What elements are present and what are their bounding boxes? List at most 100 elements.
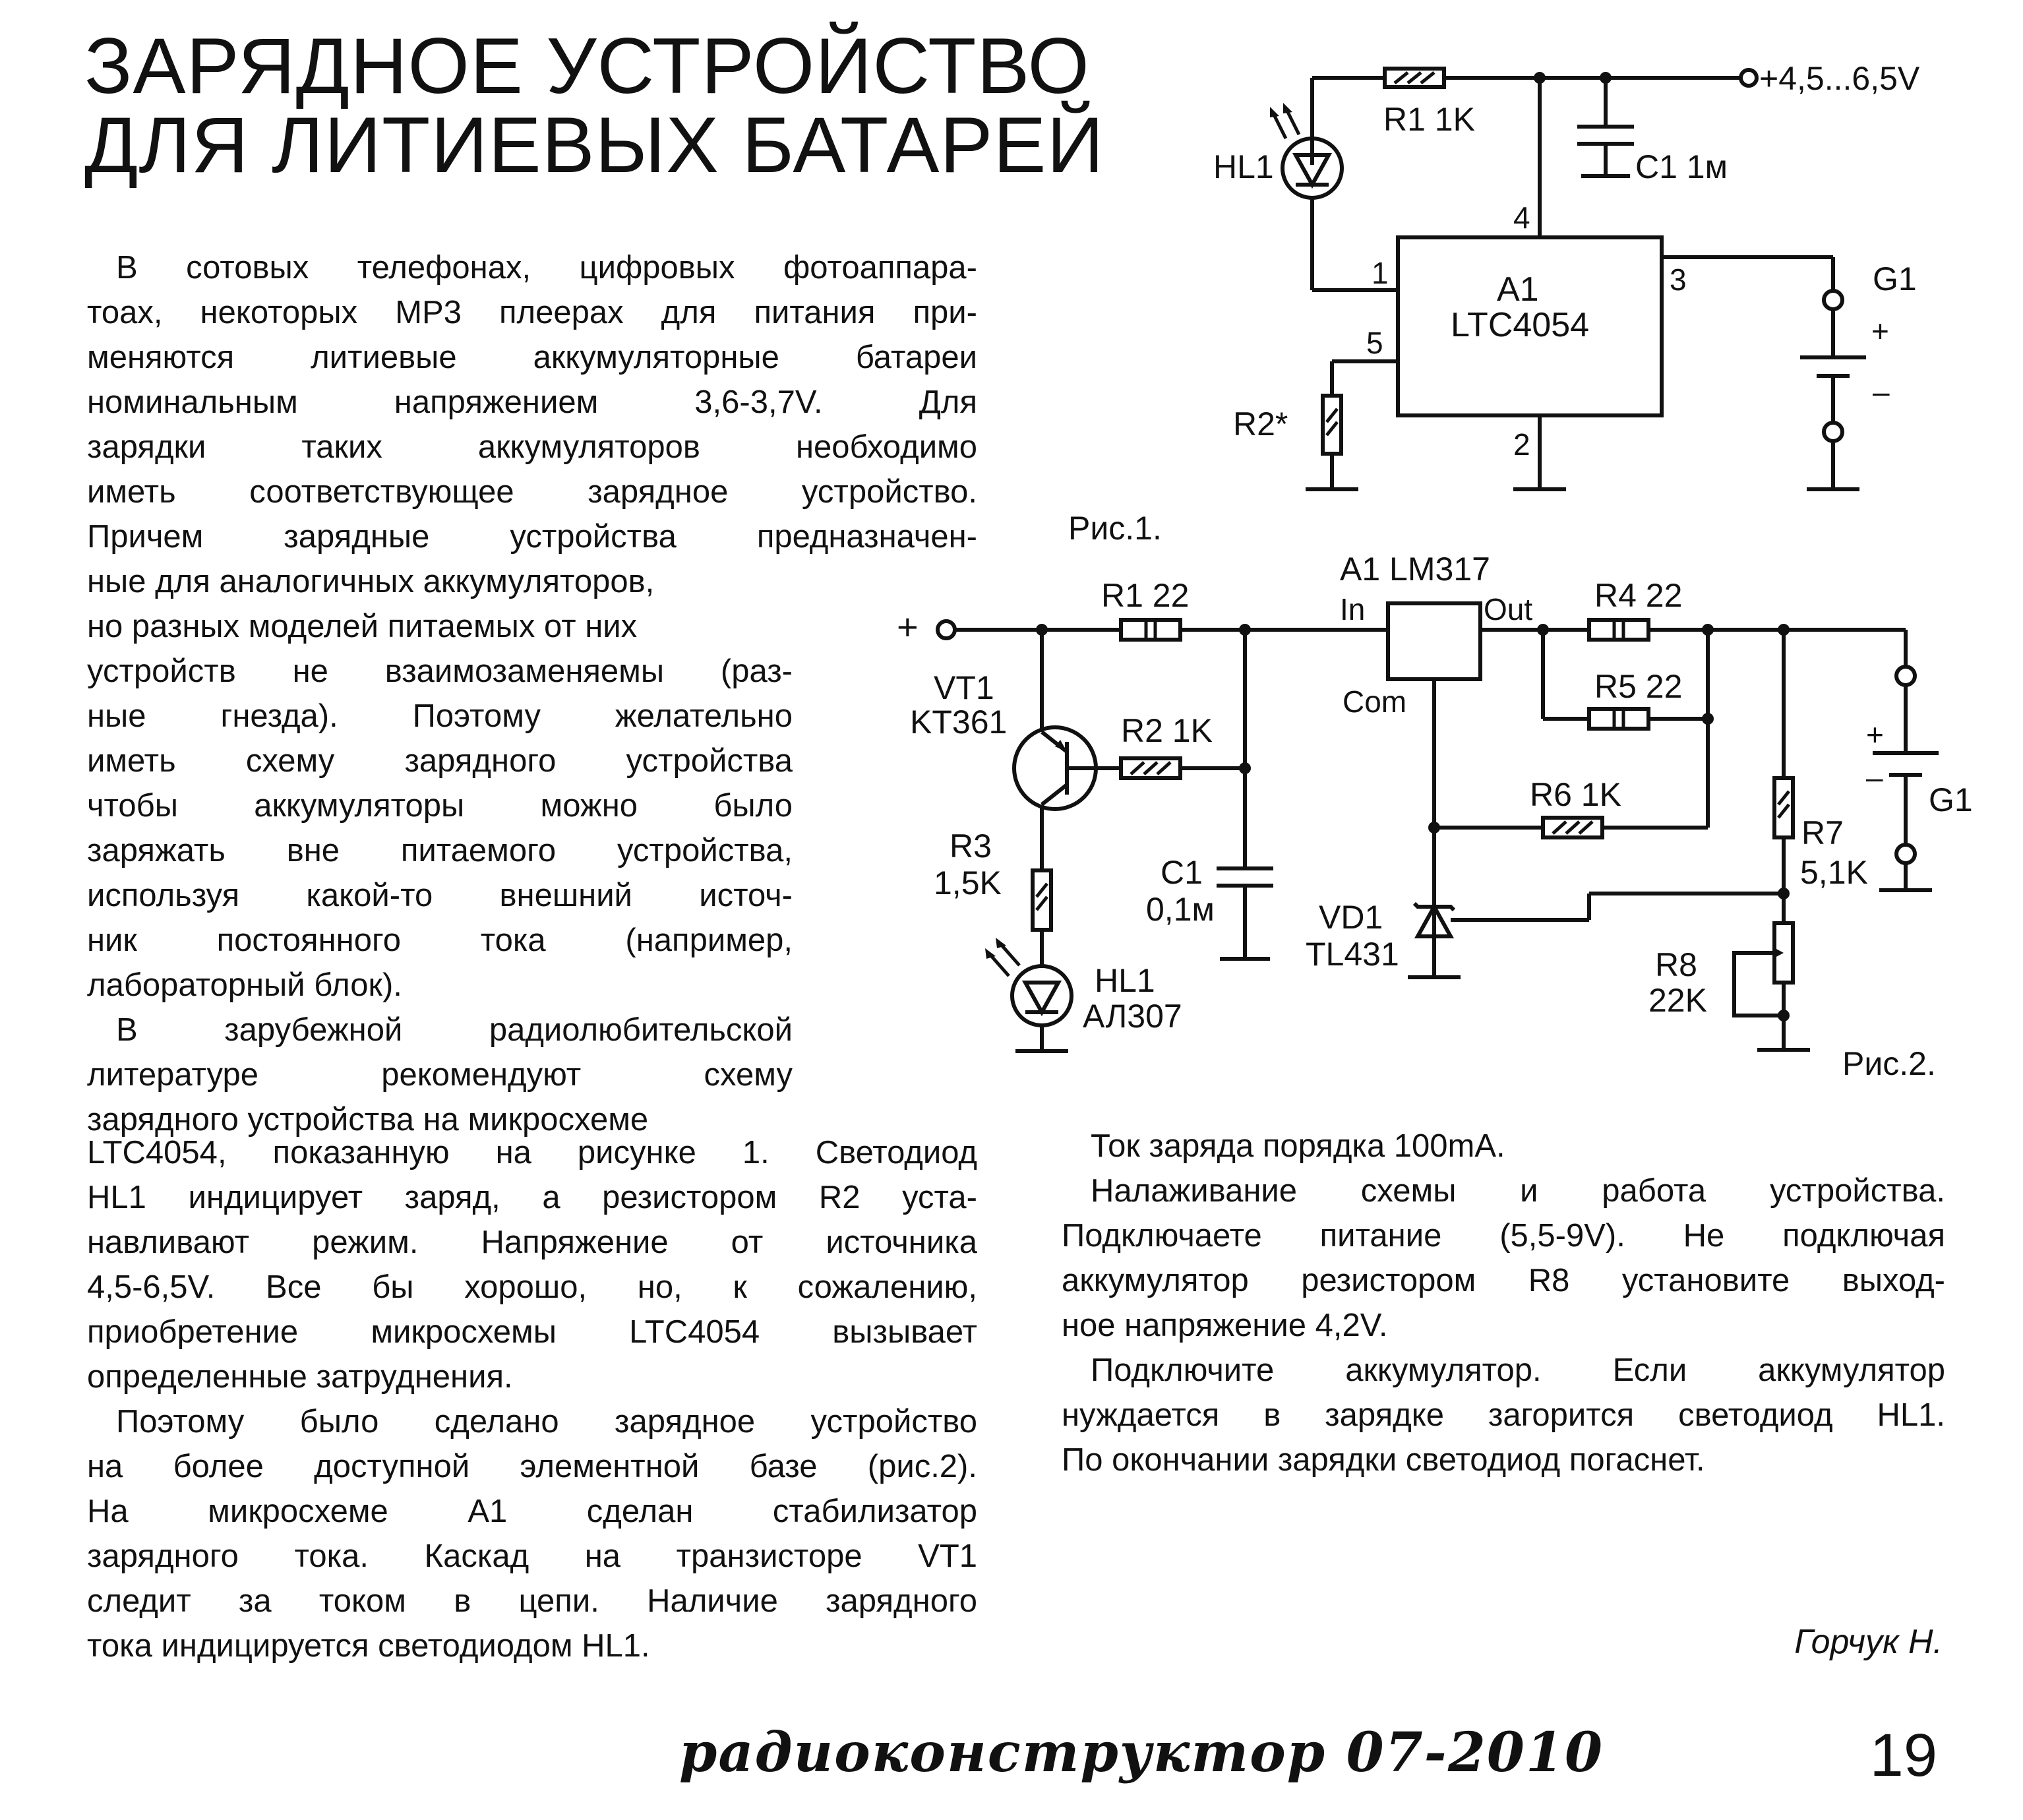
- fig2-r8-value: 22K: [1648, 982, 1707, 1019]
- fig2-minus-sign: –: [1866, 760, 1883, 795]
- fig1-pin3: 3: [1670, 262, 1687, 297]
- text-line: Причем зарядные устройства предназначен-: [87, 519, 977, 555]
- fig1-r1-label: R1 1K: [1383, 101, 1475, 138]
- fig1-minus-sign: –: [1873, 375, 1890, 409]
- fig2-plus-sign: +: [1866, 717, 1884, 752]
- text-line: иметь соответствующее зарядное устройств…: [87, 474, 977, 510]
- text-line: приобретение микросхемы LTC4054 вызывает: [87, 1314, 977, 1350]
- fig1-pin2: 2: [1513, 427, 1530, 462]
- fig2-vd1-name: VD1: [1319, 899, 1383, 936]
- text-line: тоах, некоторых МР3 плеерах для питания …: [87, 295, 977, 330]
- fig2-r5-label: R5 22: [1594, 668, 1682, 705]
- text-line: иметь схему зарядного устройства: [87, 743, 793, 779]
- text-line: Налаживание схемы и работа устройства.: [1091, 1173, 1945, 1209]
- text-line: ник постоянного тока (например,: [87, 923, 793, 958]
- fig2-r7-value: 5,1K: [1800, 854, 1868, 891]
- fig2-vt1-part: KT361: [910, 704, 1007, 741]
- figure-2-schematic: + R1 22 A1 LM317 In Out Com R4 22 R5 22 …: [897, 551, 1973, 1082]
- fig2-ic-label: A1 LM317: [1340, 551, 1490, 588]
- fig1-supply-terminal: [1739, 68, 1759, 88]
- text-line: ное напряжение 4,2V.: [1062, 1308, 1388, 1343]
- fig2-ic-a1: [1386, 601, 1482, 681]
- text-line: ные гнезда). Поэтому желательно: [87, 698, 793, 734]
- text-line: определенные затруднения.: [87, 1359, 513, 1395]
- text-line: чтобы аккумуляторы можно было: [87, 788, 793, 824]
- fig2-pin-in: In: [1340, 592, 1365, 626]
- text-line: тока индицируется светодиодом HL1.: [87, 1628, 650, 1664]
- text-line: В сотовых телефонах, цифровых фотоаппара…: [116, 250, 977, 286]
- fig2-pin-com: Com: [1343, 684, 1406, 719]
- fig1-plus-sign: +: [1871, 314, 1889, 348]
- text-line: HL1 индицирует заряд, а резистором R2 ус…: [87, 1180, 977, 1215]
- fig2-r3-name: R3: [950, 828, 992, 864]
- fig2-r1-resistor: [1119, 618, 1182, 642]
- page-number: 19: [1869, 1722, 1937, 1789]
- fig2-plus-input: +: [897, 606, 919, 648]
- fig2-r6-label: R6 1K: [1530, 776, 1621, 813]
- fig2-r4-resistor: [1587, 618, 1650, 642]
- right-column: Ток заряда порядка 100mA. Налаживание сх…: [1062, 1124, 1945, 1482]
- title-line-1: ЗАРЯДНОЕ УСТРОЙСТВО: [84, 22, 1090, 110]
- fig2-r5-resistor: [1587, 707, 1650, 731]
- fig2-r7-resistor: [1772, 776, 1795, 839]
- text-line: заряжать вне питаемого устройства,: [87, 833, 793, 868]
- text-line: LTC4054, показанную на рисунке 1. Светод…: [87, 1135, 977, 1170]
- fig1-battery-label: G1: [1873, 260, 1917, 297]
- text-line: зарядки таких аккумуляторов необходимо: [87, 429, 977, 465]
- fig2-input-terminal: [936, 619, 957, 640]
- fig1-r2-label: R2*: [1233, 406, 1288, 442]
- left-column-narrow: ные для аналогичных аккумуляторов, но ра…: [87, 559, 793, 1142]
- fig2-vd1-tl431: [1414, 902, 1455, 938]
- fig2-r3-value: 1,5K: [934, 864, 1002, 901]
- fig1-ic-a1: [1396, 235, 1664, 417]
- text-line: По окончании зарядки светодиод погаснет.: [1062, 1442, 1705, 1478]
- fig2-hl1-part: АЛ307: [1083, 998, 1182, 1035]
- fig2-vd1-part: TL431: [1306, 936, 1399, 973]
- text-line: устройств не взаимозаменяемы (раз-: [87, 653, 793, 689]
- text-line: Ток заряда порядка 100mA.: [1091, 1128, 1505, 1164]
- fig2-r4-label: R4 22: [1594, 577, 1682, 614]
- text-line: Подключаете питание (5,5-9V). Не подключ…: [1062, 1218, 1945, 1254]
- fig1-ic-name: A1: [1497, 270, 1539, 309]
- figure-1-schematic: +4,5...6,5V R1 1K C1 1м HL1 A1 LTC4054 4…: [1068, 60, 1920, 547]
- fig1-c1-label: C1 1м: [1635, 148, 1728, 185]
- text-line: Подключите аккумулятор. Если аккумулятор: [1091, 1352, 1945, 1388]
- text-line: на более доступной элементной базе (рис.…: [87, 1449, 977, 1484]
- fig1-r2-resistor: [1321, 394, 1343, 456]
- fig2-vt1-name: VT1: [934, 669, 994, 706]
- fig2-c1-value: 0,1м: [1146, 891, 1215, 928]
- fig1-pin5: 5: [1366, 326, 1383, 360]
- left-column-bottom: LTC4054, показанную на рисунке 1. Светод…: [87, 1130, 977, 1668]
- text-line: аккумулятор резистором R8 установите вых…: [1062, 1263, 1945, 1298]
- fig1-pin4: 4: [1513, 200, 1530, 235]
- text-line: номинальным напряжением 3,6-3,7V. Для: [87, 384, 977, 420]
- text-line: На микросхеме А1 сделан стабилизатор: [87, 1494, 977, 1529]
- text-line: используя какой-то внешний источ-: [87, 878, 793, 913]
- text-line: меняются литиевые аккумуляторные батареи: [87, 340, 977, 375]
- text-line: ные для аналогичных аккумуляторов,: [87, 564, 655, 599]
- text-line: следит за током в цепи. Наличие зарядног…: [87, 1583, 977, 1619]
- fig1-hl1-label: HL1: [1213, 148, 1274, 185]
- text-line: литературе рекомендуют схему: [87, 1057, 793, 1093]
- fig2-r7-name: R7: [1801, 814, 1844, 851]
- fig2-caption: Рис.2.: [1842, 1045, 1936, 1082]
- fig2-battery-label: G1: [1929, 781, 1973, 818]
- fig2-pin-out: Out: [1484, 592, 1532, 626]
- fig2-c1-name: C1: [1161, 854, 1203, 891]
- title-line-2: ДЛЯ ЛИТИЕВЫХ БАТАРЕЙ: [84, 101, 1104, 189]
- fig1-ic-part: LTC4054: [1451, 306, 1589, 344]
- fig2-hl1-name: HL1: [1095, 962, 1155, 999]
- text-line: но разных моделей питаемых от них: [87, 609, 638, 644]
- text-line: В зарубежной радиолюбительской: [116, 1012, 793, 1048]
- fig1-caption: Рис.1.: [1068, 510, 1162, 547]
- fig2-r3-resistor: [1031, 868, 1053, 932]
- fig2-hl1-led: [1010, 964, 1073, 1027]
- fig1-supply-label: +4,5...6,5V: [1759, 60, 1920, 97]
- text-line: Поэтому было сделано зарядное устройство: [116, 1404, 977, 1440]
- text-line: лабораторный блок).: [87, 967, 402, 1003]
- left-column-top: В сотовых телефонах, цифровых фотоаппара…: [87, 245, 977, 559]
- fig2-r2-label: R2 1K: [1121, 712, 1213, 749]
- fig2-r8-name: R8: [1655, 946, 1697, 983]
- fig2-r1-label: R1 22: [1101, 577, 1189, 614]
- text-line: зарядного устройства на микросхеме: [87, 1102, 649, 1138]
